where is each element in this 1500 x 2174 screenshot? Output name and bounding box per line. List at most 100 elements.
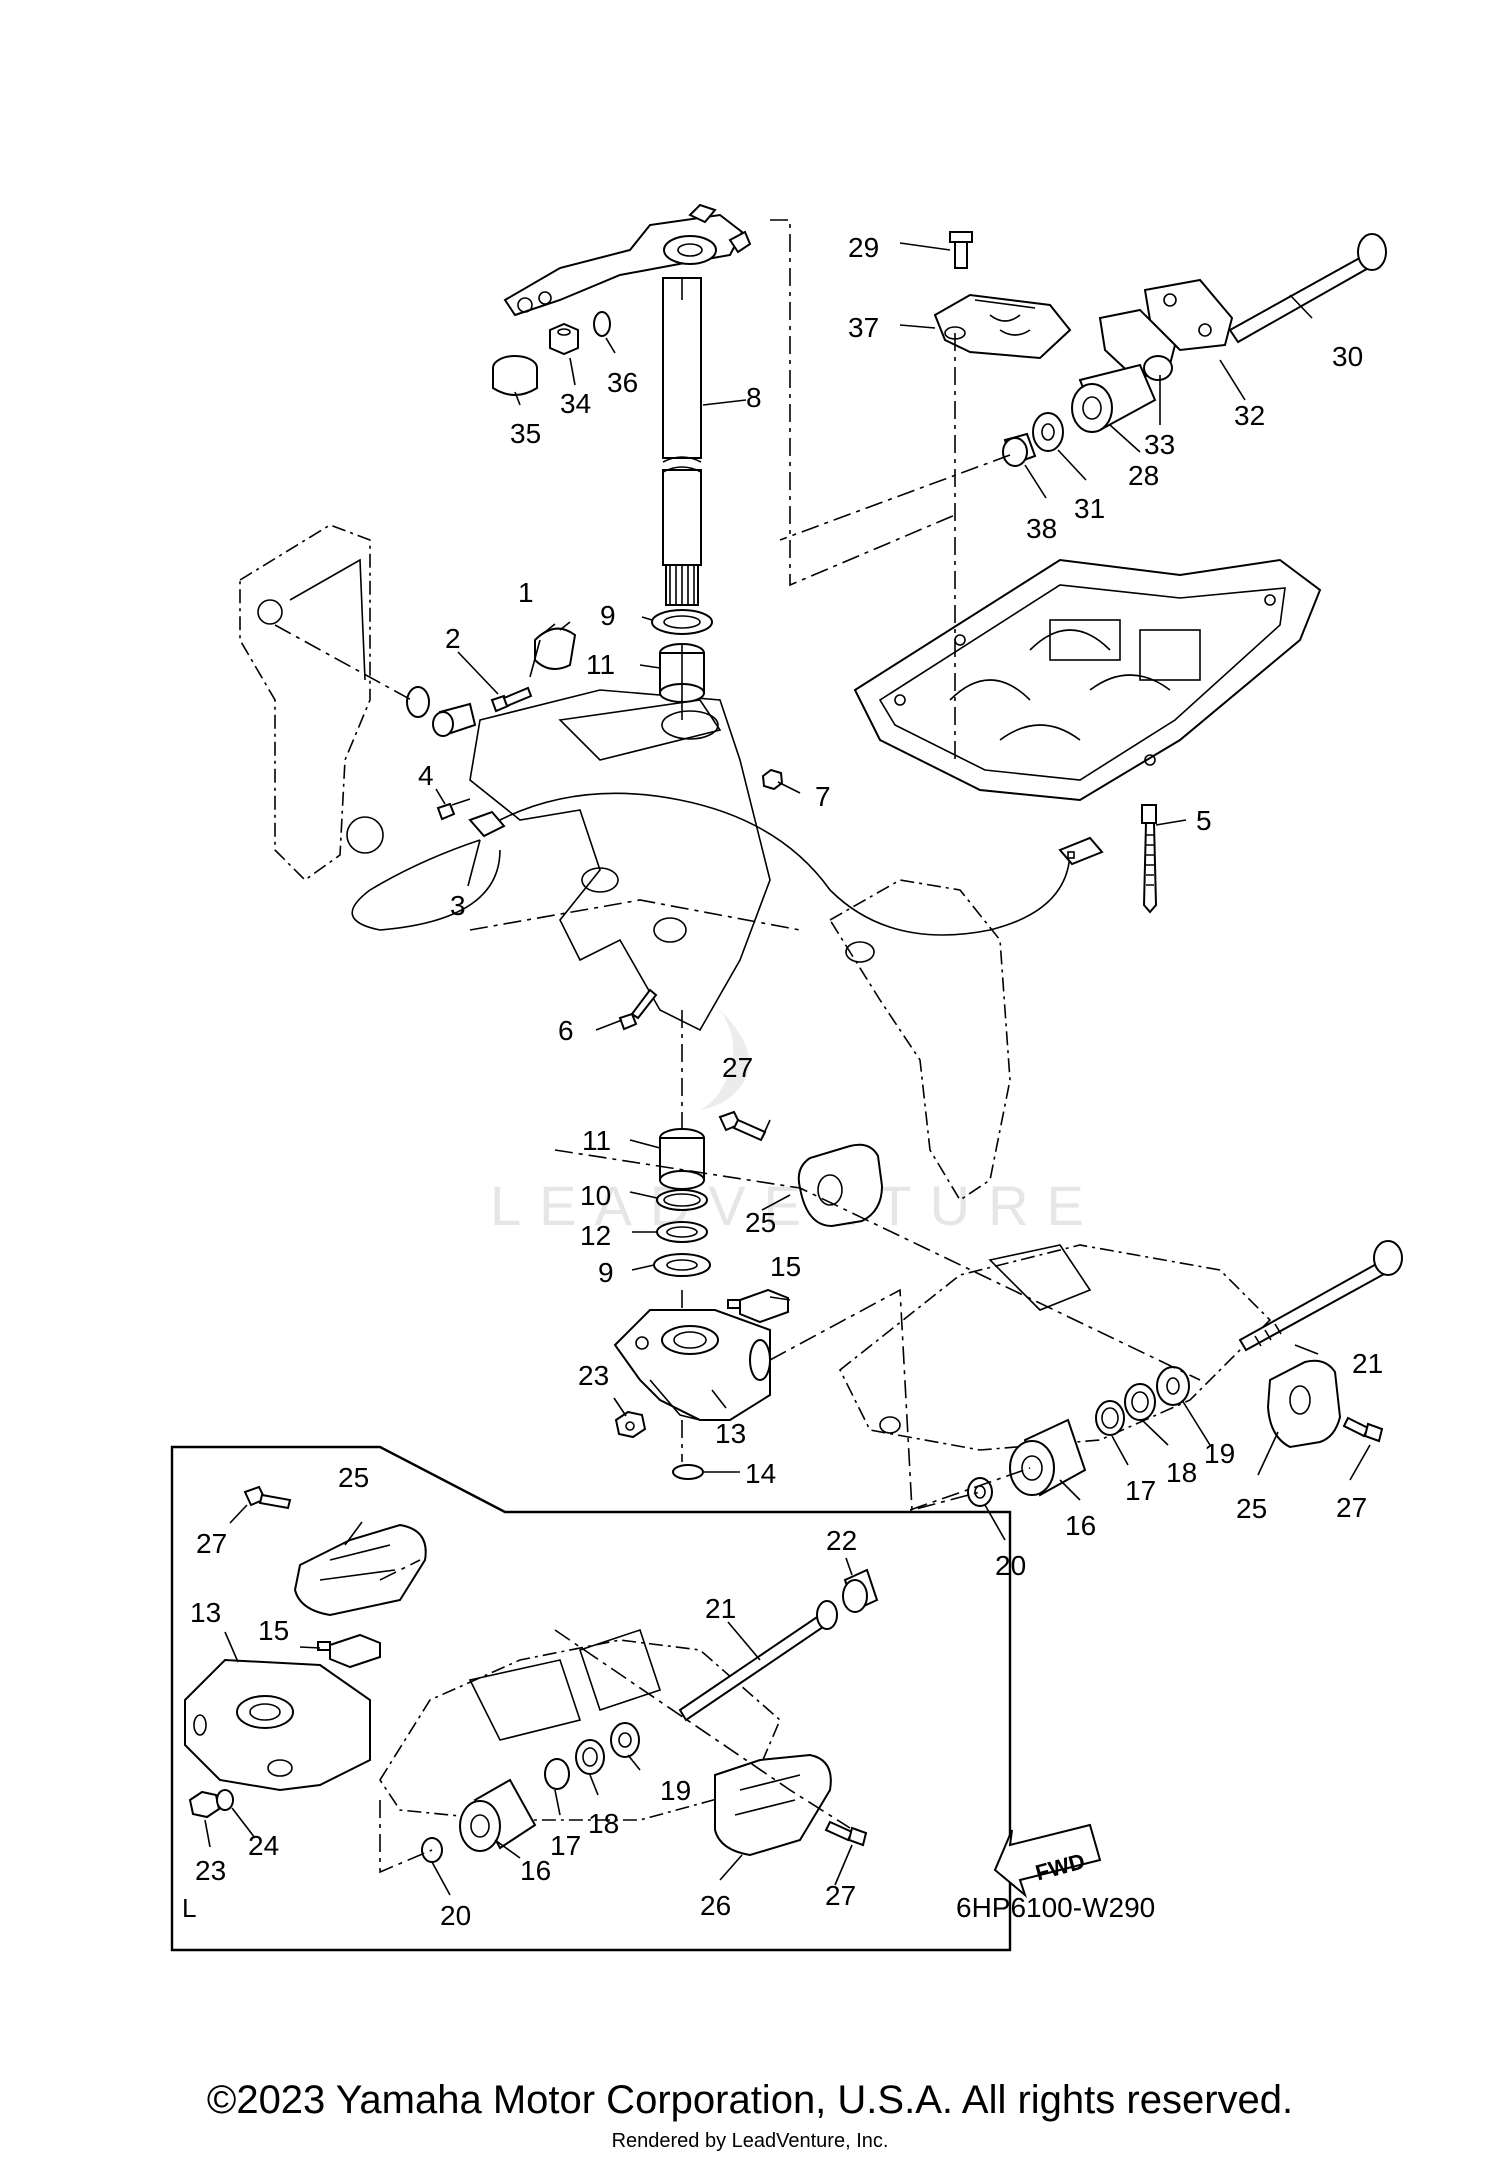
inset-washer-17 [544, 1758, 570, 1790]
callout-8: 8 [746, 382, 762, 413]
upper-casing-plate [853, 558, 1322, 802]
steering-arm [503, 203, 752, 317]
washer-31 [1032, 412, 1064, 452]
callout-27-mid: 27 [722, 1052, 753, 1083]
callout-27-inset-b: 27 [825, 1880, 856, 1911]
inset-bolt-21 [678, 1600, 838, 1722]
inset-cover-26 [714, 1753, 832, 1857]
callout-27-inset-a: 27 [196, 1528, 227, 1559]
washer-9-lower [653, 1253, 711, 1277]
inset-nut-23 [188, 1790, 221, 1819]
callout-4: 4 [418, 760, 434, 791]
callout-28: 28 [1128, 460, 1159, 491]
inset-washer-24 [216, 1789, 234, 1811]
rendered-by-note: Rendered by LeadVenture, Inc. [611, 2130, 889, 2152]
callout-32: 32 [1234, 400, 1265, 431]
callout-21: 21 [1352, 1348, 1383, 1379]
callout-29: 29 [848, 232, 879, 263]
callout-34: 34 [560, 388, 591, 419]
callout-12: 12 [580, 1220, 611, 1251]
callout-11-lower: 11 [582, 1125, 611, 1156]
callout-13: 13 [715, 1418, 746, 1449]
washer-20-right [967, 1477, 993, 1507]
bushing-11-upper [659, 643, 705, 703]
cap-35 [492, 355, 538, 396]
inset-washer-19 [610, 1722, 640, 1758]
cable-tie-5 [1141, 804, 1158, 914]
callout-31: 31 [1074, 493, 1105, 524]
callout-15: 15 [770, 1251, 801, 1282]
screw-4 [436, 798, 471, 821]
callout-23: 23 [578, 1360, 609, 1391]
washer-36 [593, 311, 611, 337]
bolt-21-right [1238, 1240, 1403, 1352]
inset-bolt-27-b [824, 1820, 868, 1847]
bushing-pin [406, 686, 477, 737]
bracket-37 [933, 293, 1072, 360]
clamp-bracket-left [239, 524, 384, 882]
clamp-bracket-right [828, 879, 1011, 1202]
callout-5: 5 [1196, 805, 1212, 836]
callout-9-upper: 9 [600, 600, 616, 631]
callout-labels: 1 2 3 4 5 6 7 8 9 9 10 11 11 12 13 13 14… [190, 232, 1383, 1931]
watermark-text: LEADVENTURE [490, 1174, 1102, 1237]
callout-35: 35 [510, 418, 541, 449]
copyright-notice: ©2023 Yamaha Motor Corporation, U.S.A. A… [206, 2078, 1294, 2122]
mount-cover-25-a [797, 1143, 884, 1228]
inset-bolt-27-a [243, 1485, 292, 1510]
inset-housing-13 [184, 1658, 371, 1792]
bolt-30 [1228, 233, 1387, 344]
inset-stopper-15 [317, 1633, 381, 1669]
callout-24: 24 [248, 1830, 279, 1861]
washer-19-right [1156, 1366, 1190, 1406]
callout-19-inset: 19 [660, 1775, 691, 1806]
nut-23 [614, 1410, 647, 1439]
diagram-code: 6HP6100-W290 [956, 1892, 1155, 1923]
lower-mount-16-right [1009, 1418, 1087, 1497]
steering-shaft [662, 277, 702, 606]
callout-16-inset: 16 [520, 1855, 551, 1886]
washer-12 [656, 1221, 708, 1243]
washer-17-right [1095, 1400, 1125, 1436]
callout-25-mid: 25 [745, 1207, 776, 1238]
inset-tag: L [182, 1893, 196, 1923]
callout-17-inset: 17 [550, 1830, 581, 1861]
clip-14 [672, 1464, 704, 1480]
callout-22: 22 [826, 1525, 857, 1556]
ground-lead-3 [351, 792, 1071, 936]
inset-cover-25 [293, 1523, 427, 1617]
mount-28 [1071, 363, 1157, 433]
callout-21-inset: 21 [705, 1593, 736, 1624]
callout-10: 10 [580, 1180, 611, 1211]
inset-washer-18 [575, 1739, 605, 1775]
callout-20: 20 [995, 1550, 1026, 1581]
callout-13-inset: 13 [190, 1597, 221, 1628]
lower-casing-right [838, 1244, 1272, 1451]
nut-7 [761, 768, 784, 791]
callout-19: 19 [1204, 1438, 1235, 1469]
collar-38 [1002, 432, 1037, 467]
callout-9-lower: 9 [598, 1257, 614, 1288]
callout-18: 18 [1166, 1457, 1197, 1488]
callout-2: 2 [445, 623, 461, 654]
fwd-arrow-icon: FWD [993, 1823, 1102, 1899]
screw-2 [490, 686, 533, 713]
lower-mount-housing-13 [613, 1309, 771, 1421]
callout-25-inset: 25 [338, 1462, 369, 1493]
callout-16: 16 [1065, 1510, 1096, 1541]
callout-30: 30 [1332, 341, 1363, 372]
bolt-27-a [718, 1110, 767, 1142]
callout-36: 36 [607, 367, 638, 398]
leader-lines [204, 219, 1371, 1896]
inset-collar-22 [842, 1568, 879, 1613]
clamp-1 [534, 621, 577, 670]
swivel-bracket [469, 689, 771, 1032]
screw-6 [618, 988, 658, 1031]
callout-33: 33 [1144, 429, 1175, 460]
bolt-27-b [1342, 1416, 1384, 1443]
callout-38: 38 [1026, 513, 1057, 544]
o-ring-10 [656, 1189, 708, 1211]
callout-26: 26 [700, 1890, 731, 1921]
callout-37: 37 [848, 312, 879, 343]
